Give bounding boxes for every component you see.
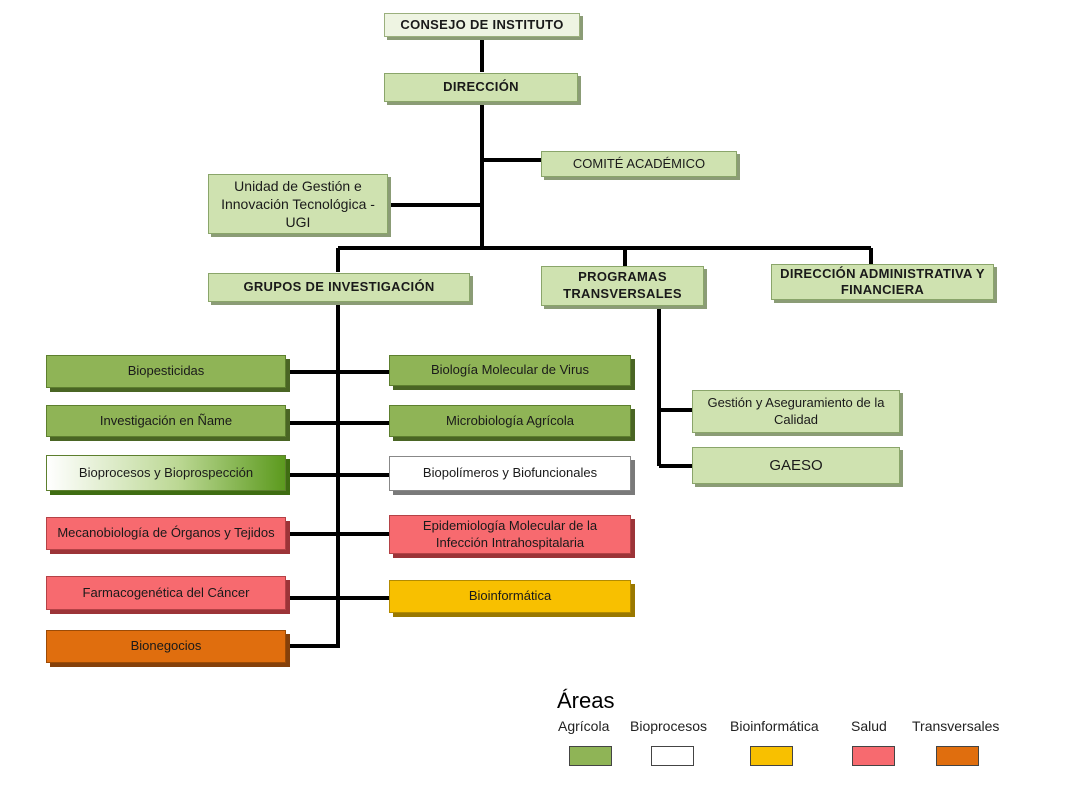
direction-box: DIRECCIÓN — [384, 73, 578, 102]
legend-swatch-bioprocesos — [651, 746, 694, 766]
group-label: Mecanobiología de Órganos y Tejidos — [57, 525, 275, 541]
group-name-research: Investigación en Ñame — [46, 405, 286, 437]
council-label: CONSEJO DE INSTITUTO — [400, 16, 564, 32]
transversal-programs-label: PROGRAMAS TRANSVERSALES — [563, 269, 682, 301]
group-bioprocesos: Bioprocesos y Bioprospección — [46, 455, 286, 491]
legend-swatch-bioinformatica — [750, 746, 793, 766]
group-label: Bioprocesos y Bioprospección — [78, 464, 254, 480]
group-mecanobiologia: Mecanobiología de Órganos y Tejidos — [46, 517, 286, 550]
legend-label-bioprocesos: Bioprocesos — [630, 718, 708, 734]
group-label: Microbiología Agrícola — [446, 412, 574, 428]
group-biopolimeros: Biopolímeros y Biofuncionales — [389, 456, 631, 491]
group-microbiologia-agricola: Microbiología Agrícola — [389, 405, 631, 437]
program-label: GAESO — [769, 456, 823, 474]
admin-direction-label: DIRECCIÓN ADMINISTRATIVA Y FINANCIERA — [780, 265, 985, 297]
transversal-programs-box: PROGRAMAS TRANSVERSALES — [541, 266, 704, 306]
group-farmacogenetica: Farmacogenética del Cáncer — [46, 576, 286, 610]
group-biopesticidas: Biopesticidas — [46, 355, 286, 388]
group-label: Biopesticidas — [127, 363, 205, 379]
group-epidemiologia: Epidemiología Molecular de la Infección … — [389, 515, 631, 554]
legend-label-agricola: Agrícola — [558, 718, 610, 734]
legend-label-salud: Salud — [851, 718, 887, 734]
research-groups-box: GRUPOS DE INVESTIGACIÓN — [208, 273, 470, 302]
group-bionegocios: Bionegocios — [46, 630, 286, 663]
group-label: Farmacogenética del Cáncer — [82, 584, 250, 600]
academic-committee-box: COMITÉ ACADÉMICO — [541, 151, 737, 177]
program-quality: Gestión y Aseguramiento de la Calidad — [692, 390, 900, 433]
program-label: Gestión y Aseguramiento de la Calidad — [707, 394, 885, 427]
legend-label-transversales: Transversales — [912, 718, 1000, 734]
group-label: Biología Molecular de Virus — [430, 362, 589, 378]
group-label: Investigación en Ñame — [99, 412, 233, 428]
legend-swatch-salud — [852, 746, 895, 766]
ugi-label: Unidad de Gestión e Innovación Tecnológi… — [221, 177, 375, 231]
council-box: CONSEJO DE INSTITUTO — [384, 13, 580, 37]
group-biologia-molecular-virus: Biología Molecular de Virus — [389, 355, 631, 386]
ugi-box: Unidad de Gestión e Innovación Tecnológi… — [208, 174, 388, 234]
legend-swatch-transversales — [936, 746, 979, 766]
group-bioinformatica: Bioinformática — [389, 580, 631, 613]
group-label: Bioinformática — [468, 588, 552, 604]
group-label: Bionegocios — [130, 638, 202, 654]
research-groups-label: GRUPOS DE INVESTIGACIÓN — [243, 279, 435, 295]
legend-title: Áreas — [557, 688, 615, 713]
direction-label: DIRECCIÓN — [443, 79, 519, 95]
legend-swatch-agricola — [569, 746, 612, 766]
group-label: Biopolímeros y Biofuncionales — [422, 465, 598, 481]
legend-label-bioinformatica: Bioinformática — [730, 718, 819, 734]
program-gaeso: GAESO — [692, 447, 900, 484]
academic-committee-label: COMITÉ ACADÉMICO — [572, 155, 706, 171]
group-label: Epidemiología Molecular de la Infección … — [422, 518, 598, 550]
admin-direction-box: DIRECCIÓN ADMINISTRATIVA Y FINANCIERA — [771, 264, 994, 300]
